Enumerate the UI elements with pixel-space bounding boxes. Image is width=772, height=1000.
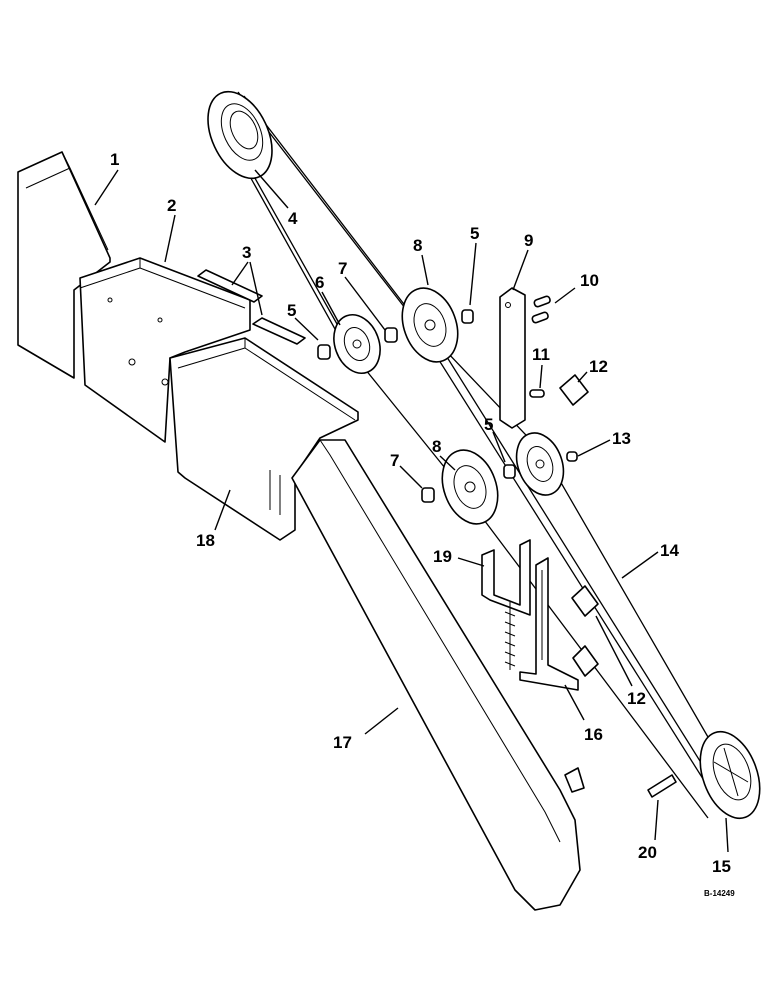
bushings (317, 295, 578, 503)
cotter-pin (647, 774, 677, 798)
callout-12-a: 12 (589, 357, 608, 376)
idler-pulleys (333, 287, 565, 525)
callout-1: 1 (110, 150, 119, 169)
callout-10: 10 (580, 271, 599, 290)
callout-14: 14 (660, 541, 679, 560)
mounting-plate (499, 287, 526, 429)
callout-3: 3 (242, 243, 251, 262)
callout-13: 13 (612, 429, 631, 448)
square-washers (559, 374, 599, 677)
callout-18: 18 (196, 531, 215, 550)
callout-8-b: 8 (432, 437, 441, 456)
callout-17: 17 (333, 733, 352, 752)
callout-15: 15 (712, 857, 731, 876)
boom-tube (291, 439, 585, 911)
callout-7-a: 7 (338, 259, 347, 278)
housing-lower (169, 337, 359, 541)
callout-16: 16 (584, 725, 603, 744)
callout-7-b: 7 (390, 451, 399, 470)
upper-sheave (207, 90, 273, 180)
callout-19: 19 (433, 547, 452, 566)
lower-sheave (699, 730, 761, 820)
callout-11: 11 (532, 345, 550, 364)
leader-lines (94, 169, 729, 853)
callout-20: 20 (638, 843, 657, 862)
callout-8-a: 8 (413, 236, 422, 255)
callout-5-c: 5 (484, 415, 493, 434)
callout-4: 4 (288, 209, 298, 228)
callout-6: 6 (315, 273, 324, 292)
callout-9: 9 (524, 231, 533, 250)
callout-5-a: 5 (287, 301, 296, 320)
housing-upper (79, 257, 251, 443)
drive-belts (213, 91, 716, 819)
callout-2: 2 (167, 196, 176, 215)
callout-labels: 1 2 3 4 5 6 7 8 5 9 10 11 12 13 8 5 7 14… (110, 150, 735, 898)
slide-brackets (197, 269, 306, 345)
adjusting-rail (519, 557, 579, 691)
tension-bracket (481, 539, 531, 670)
callout-12-b: 12 (627, 689, 646, 708)
callout-5-b: 5 (470, 224, 479, 243)
drawing-reference-code: B-14249 (704, 889, 735, 898)
